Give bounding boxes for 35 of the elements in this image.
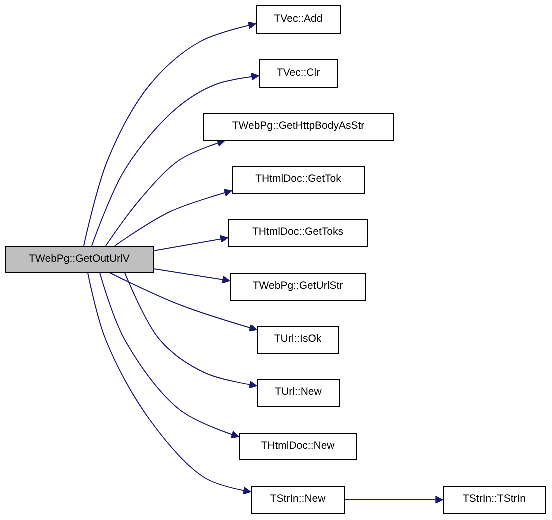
- function-name: THtmlDoc::GetTok: [256, 174, 342, 186]
- function-name: TVec::Add: [274, 14, 323, 26]
- function-box: [203, 113, 394, 141]
- call-arrow: [154, 268, 230, 284]
- function-name: TUrl::IsOk: [274, 334, 322, 346]
- function-box: [251, 486, 345, 514]
- function-box: [232, 166, 365, 194]
- call-arrow: [92, 73, 260, 246]
- call-arrow: [100, 272, 240, 439]
- function-box: [256, 5, 341, 34]
- function-name: TWebPg::GetHttpBodyAsStr: [232, 121, 365, 133]
- call-arrow: [84, 22, 256, 246]
- function-name: THtmlDoc::New: [261, 440, 335, 452]
- function-name: TWebPg::GetOutUrlV: [29, 254, 130, 266]
- call-arrow: [88, 272, 252, 495]
- function-box: [257, 379, 340, 407]
- call-arrow: [114, 189, 232, 246]
- function-box: [239, 433, 357, 460]
- function-box: [259, 59, 338, 88]
- function-name: TStrIn::TStrIn: [462, 494, 526, 506]
- function-name: THtmlDoc::GetToks: [252, 227, 344, 239]
- function-name: TUrl::New: [275, 387, 322, 399]
- function-box: [443, 486, 546, 514]
- function-name: TWebPg::GetUrlStr: [252, 281, 344, 293]
- function-box: [230, 273, 366, 301]
- function-name: TStrIn::New: [270, 494, 326, 506]
- call-arrow: [124, 272, 258, 389]
- function-box: [228, 219, 368, 247]
- call-arrow: [106, 139, 226, 246]
- call-arrow: [154, 235, 228, 252]
- function-name: TVec::Clr: [276, 68, 320, 80]
- call-arrow: [110, 272, 258, 332]
- function-box: [257, 326, 339, 354]
- current-function-box: [5, 246, 154, 273]
- call-arrow: [344, 496, 444, 504]
